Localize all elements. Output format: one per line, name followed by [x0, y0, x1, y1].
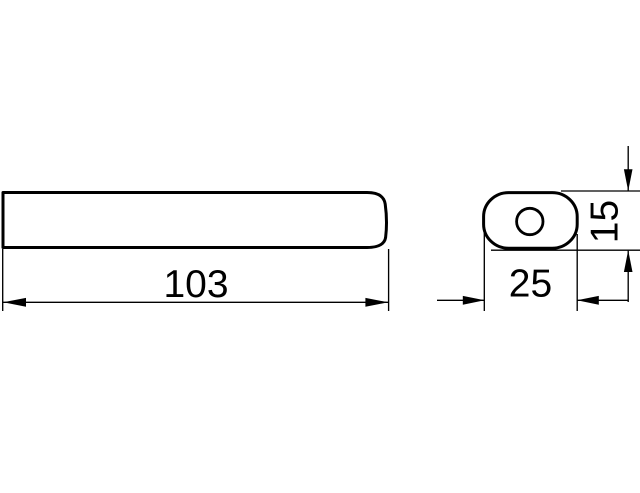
length-dimension-label: 103 — [163, 263, 228, 306]
side-view — [1, 191, 388, 249]
width-arrowhead-left — [462, 295, 485, 305]
dimension-width: 25 — [437, 220, 629, 311]
width-dimension-label: 25 — [509, 262, 552, 305]
height-arrowhead-top — [623, 169, 633, 191]
length-arrowhead-right — [365, 297, 389, 307]
height-arrowhead-bottom — [623, 250, 633, 272]
dimension-length: 103 — [2, 249, 390, 311]
height-dimension-label: 15 — [584, 200, 627, 243]
length-arrowhead-left — [3, 297, 26, 307]
end-view — [482, 191, 579, 250]
hole-circle — [515, 206, 545, 237]
width-arrowhead-right — [577, 295, 599, 305]
dimension-height: 15 — [491, 146, 640, 302]
side-view-outline — [1, 191, 388, 249]
